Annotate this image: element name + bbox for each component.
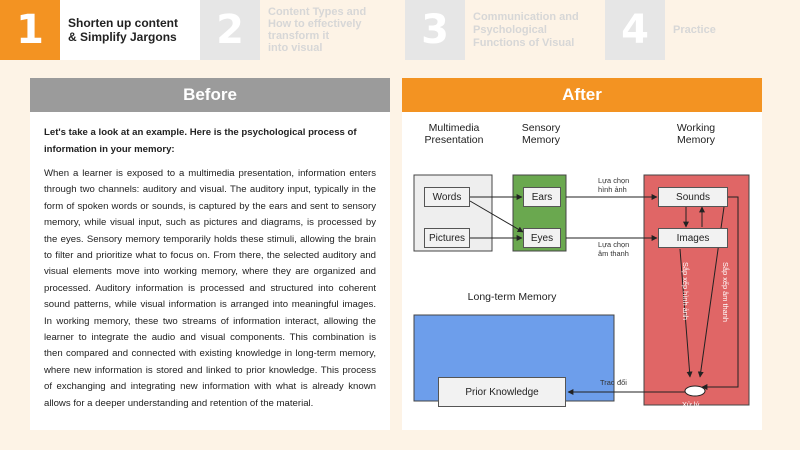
exchange-label: Trao đổi xyxy=(600,378,627,387)
process-label: Xử lý xyxy=(682,400,700,409)
words-box: Words xyxy=(424,187,470,207)
after-panel: After xyxy=(402,78,762,430)
ears-box: Ears xyxy=(523,187,561,207)
sensory-heading: Sensory Memory xyxy=(521,122,561,146)
memory-diagram: Multimedia Presentation Sensory Memory W… xyxy=(402,112,762,430)
select-sounds-label: Lựa chọn âm thanh xyxy=(598,240,630,258)
process-node xyxy=(684,385,706,397)
prior-knowledge-box: Prior Knowledge xyxy=(438,377,566,407)
step-4-number: 4 xyxy=(605,0,665,60)
longterm-heading: Long-term Memory xyxy=(467,291,557,303)
step-3-tab[interactable]: 3 Communication and Psychological Functi… xyxy=(405,0,605,60)
sounds-box: Sounds xyxy=(658,187,728,207)
working-region xyxy=(643,174,750,406)
arrow-words-eyes xyxy=(469,200,524,233)
step-3-label: Communication and Psychological Function… xyxy=(473,10,579,49)
arrange-sounds-label: Sắp xếp âm thanh xyxy=(721,262,730,322)
step-2-label: Content Types and How to effectively tra… xyxy=(268,6,367,54)
pictures-box: Pictures xyxy=(424,228,470,248)
working-heading: Working Memory xyxy=(676,122,716,146)
step-2-number: 2 xyxy=(200,0,260,60)
before-panel: Before Let's take a look at an example. … xyxy=(30,78,390,430)
step-1-number: 1 xyxy=(0,0,60,60)
step-4-label: Practice xyxy=(673,24,716,36)
arrow-sounds-loop xyxy=(701,196,739,390)
step-1-label: Shorten up content & Simplify Jargons xyxy=(68,16,178,44)
arrange-images-label: Sắp xếp hình ảnh xyxy=(681,262,690,320)
step-3-number: 3 xyxy=(405,0,465,60)
before-paragraph: When a learner is exposed to a multimedi… xyxy=(44,168,376,409)
step-2-tab[interactable]: 2 Content Types and How to effectively t… xyxy=(200,0,405,60)
step-4-tab[interactable]: 4 Practice xyxy=(605,0,800,60)
arrow-images-process xyxy=(679,248,693,378)
before-intro: Let's take a look at an example. Here is… xyxy=(44,127,357,155)
eyes-box: Eyes xyxy=(523,228,561,248)
step-1-tab[interactable]: 1 Shorten up content & Simplify Jargons xyxy=(0,0,200,60)
multimedia-heading: Multimedia Presentation xyxy=(424,122,484,146)
after-header: After xyxy=(402,78,762,112)
select-images-label: Lựa chọn hình ảnh xyxy=(598,176,630,194)
step-navigation: 1 Shorten up content & Simplify Jargons … xyxy=(0,0,800,60)
before-body: Let's take a look at an example. Here is… xyxy=(30,112,390,412)
images-box: Images xyxy=(658,228,728,248)
before-header: Before xyxy=(30,78,390,112)
